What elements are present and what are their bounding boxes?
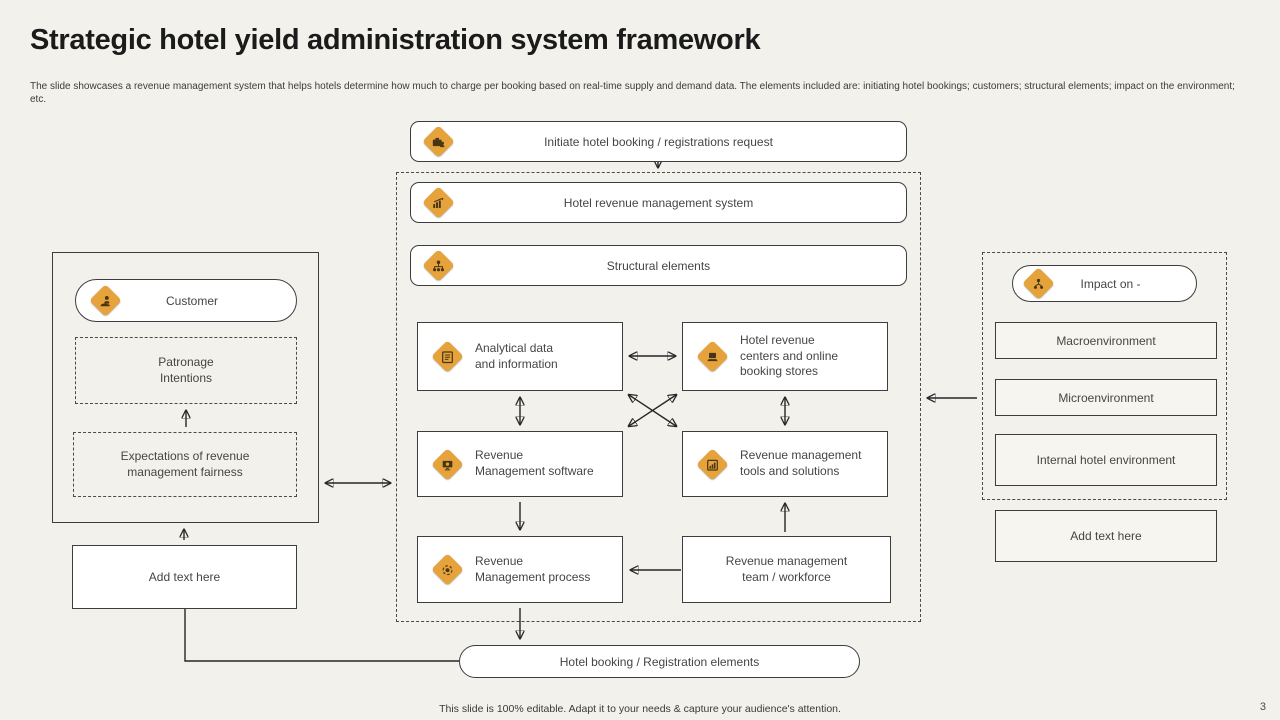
macroenvironment-label: Macroenvironment (1056, 333, 1156, 348)
tools-icon (695, 447, 729, 481)
right-add-text-box[interactable]: Add text here (995, 510, 1217, 562)
booking-elements-pill[interactable]: Hotel booking / Registration elements (459, 645, 860, 678)
analytical-data-label: Analytical data and information (475, 340, 558, 371)
booking-elements-label: Hotel booking / Registration elements (559, 654, 760, 669)
revenue-centers-icon (695, 340, 729, 373)
process-label: Revenue Management process (475, 553, 591, 584)
team-workforce-box[interactable]: Revenue management team / workforce (682, 536, 891, 603)
initiate-booking-label: Initiate hotel booking / registrations r… (544, 134, 773, 149)
revenue-centers-box[interactable]: Hotel revenue centers and online booking… (682, 322, 888, 391)
structural-icon (421, 249, 455, 282)
customer-container[interactable] (52, 252, 319, 523)
page-title: Strategic hotel yield administration sys… (30, 24, 761, 56)
impact-dashed-container[interactable] (982, 252, 1227, 500)
page-number: 3 (1259, 701, 1266, 713)
left-add-text-box[interactable]: Add text here (72, 545, 297, 609)
hrms-label: Hotel revenue management system (563, 195, 754, 210)
impact-icon (1021, 267, 1055, 300)
microenvironment-box[interactable]: Microenvironment (995, 379, 1217, 416)
impact-label: Impact on - (1080, 276, 1141, 291)
patronage-intentions-box[interactable]: Patronage Intentions (75, 337, 297, 404)
internal-environment-label: Internal hotel environment (1036, 453, 1176, 467)
customer-icon (88, 284, 122, 317)
analytical-icon (430, 340, 464, 373)
expectations-box[interactable]: Expectations of revenue management fairn… (73, 432, 297, 497)
impact-pill[interactable]: Impact on - (1012, 265, 1197, 302)
analytical-data-box[interactable]: Analytical data and information (417, 322, 623, 391)
microenvironment-label: Microenvironment (1058, 390, 1154, 405)
left-add-text-label: Add text here (148, 570, 221, 584)
software-box[interactable]: Revenue Management software (417, 431, 623, 497)
booking-icon (421, 125, 455, 158)
internal-environment-box[interactable]: Internal hotel environment (995, 434, 1217, 486)
hrms-box[interactable]: Hotel revenue management system (410, 182, 907, 223)
process-icon (430, 553, 464, 586)
tools-label: Revenue management tools and solutions (740, 448, 862, 478)
software-icon (430, 447, 464, 481)
macroenvironment-box[interactable]: Macroenvironment (995, 322, 1217, 359)
initiate-booking-box[interactable]: Initiate hotel booking / registrations r… (410, 121, 907, 162)
process-box[interactable]: Revenue Management process (417, 536, 623, 603)
structural-elements-label: Structural elements (606, 258, 711, 273)
customer-label: Customer (165, 293, 218, 308)
revenue-system-icon (421, 186, 455, 219)
customer-pill[interactable]: Customer (75, 279, 297, 322)
slide-description: The slide showcases a revenue management… (30, 81, 1235, 106)
software-label: Revenue Management software (475, 448, 594, 478)
structural-elements-box[interactable]: Structural elements (410, 245, 907, 286)
right-add-text-label: Add text here (1070, 529, 1142, 543)
revenue-centers-label: Hotel revenue centers and online booking… (740, 332, 839, 379)
system-dashed-container[interactable] (396, 172, 921, 622)
tools-box[interactable]: Revenue management tools and solutions (682, 431, 888, 497)
editable-note: This slide is 100% editable. Adapt it to… (439, 703, 841, 715)
